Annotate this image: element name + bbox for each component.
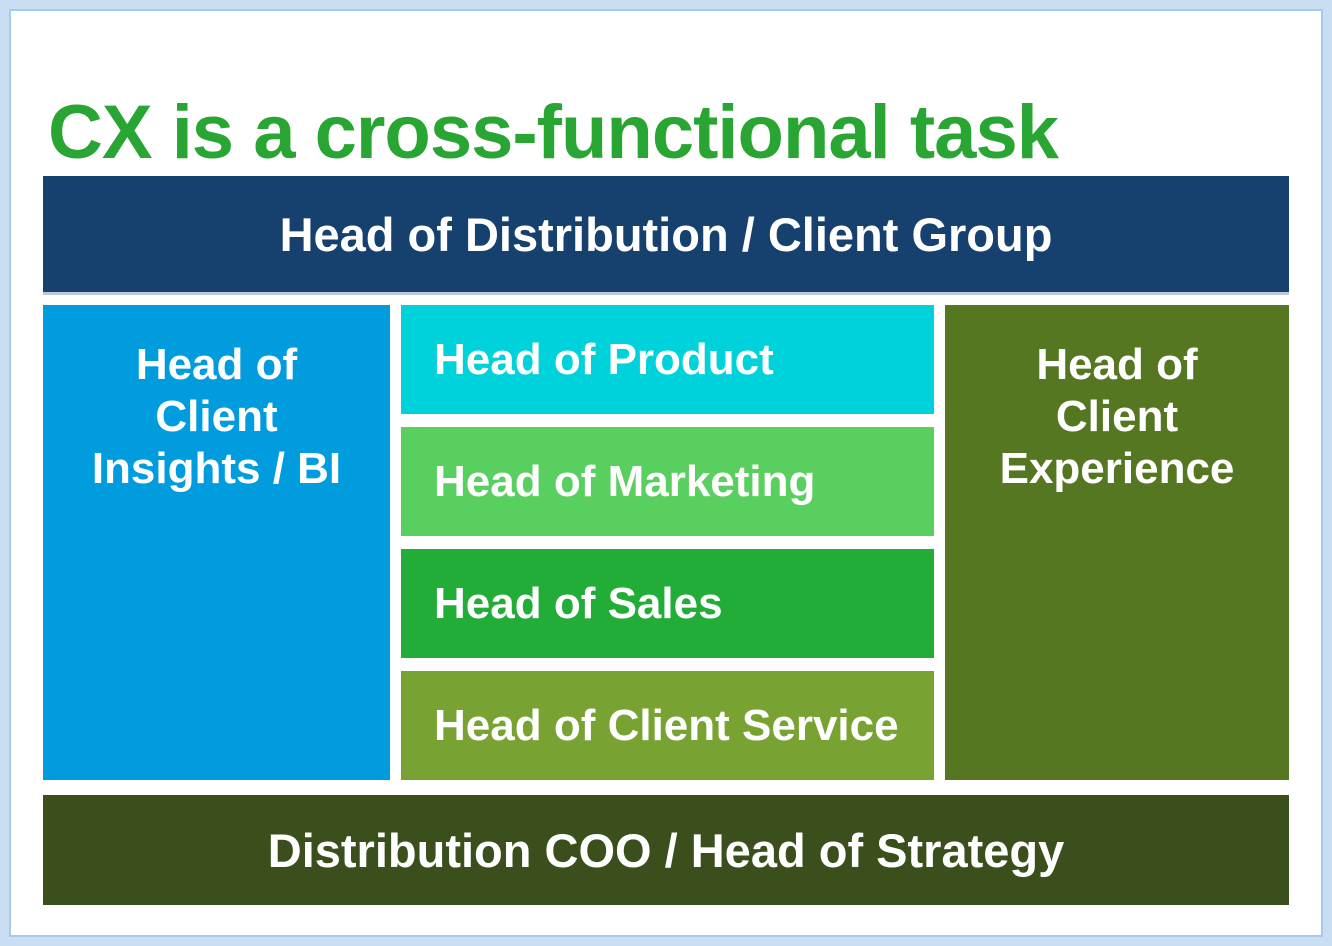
top-banner-head-of-distribution: Head of Distribution / Client Group [43,176,1289,292]
bottom-banner-distribution-coo: Distribution COO / Head of Strategy [43,795,1289,905]
box-head-of-client-service: Head of Client Service [401,671,934,780]
box-head-of-marketing-label: Head of Marketing [434,456,816,506]
top-banner-label: Head of Distribution / Client Group [279,207,1053,261]
org-chart-middle-row: Head of Client Insights / BI Head of Pro… [43,305,1289,780]
box-head-of-sales-label: Head of Sales [434,578,723,628]
box-head-of-client-service-label: Head of Client Service [434,700,899,750]
slide-title: CX is a cross-functional task [48,89,1059,175]
middle-boxes-column: Head of Product Head of Marketing Head o… [401,305,934,780]
box-client-insights-bi: Head of Client Insights / BI [43,305,390,780]
box-head-of-sales: Head of Sales [401,549,934,658]
box-head-of-product-label: Head of Product [434,334,774,384]
bottom-banner-label: Distribution COO / Head of Strategy [267,823,1065,877]
box-client-experience: Head of Client Experience [945,305,1289,780]
box-head-of-product: Head of Product [401,305,934,414]
box-head-of-marketing: Head of Marketing [401,427,934,536]
